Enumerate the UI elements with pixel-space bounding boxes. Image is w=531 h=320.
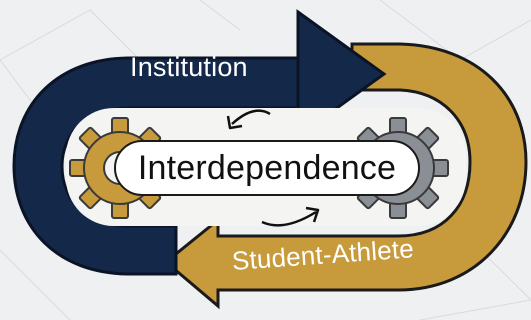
gold-band [163,42,528,310]
institution-label: Institution [130,52,248,82]
curved-arrow-icon [261,206,320,227]
institution-arrow-head [296,9,387,139]
institution-band [12,11,385,276]
interdependence-label: Interdependence [114,140,420,196]
curved-arrow-icon [226,109,271,130]
